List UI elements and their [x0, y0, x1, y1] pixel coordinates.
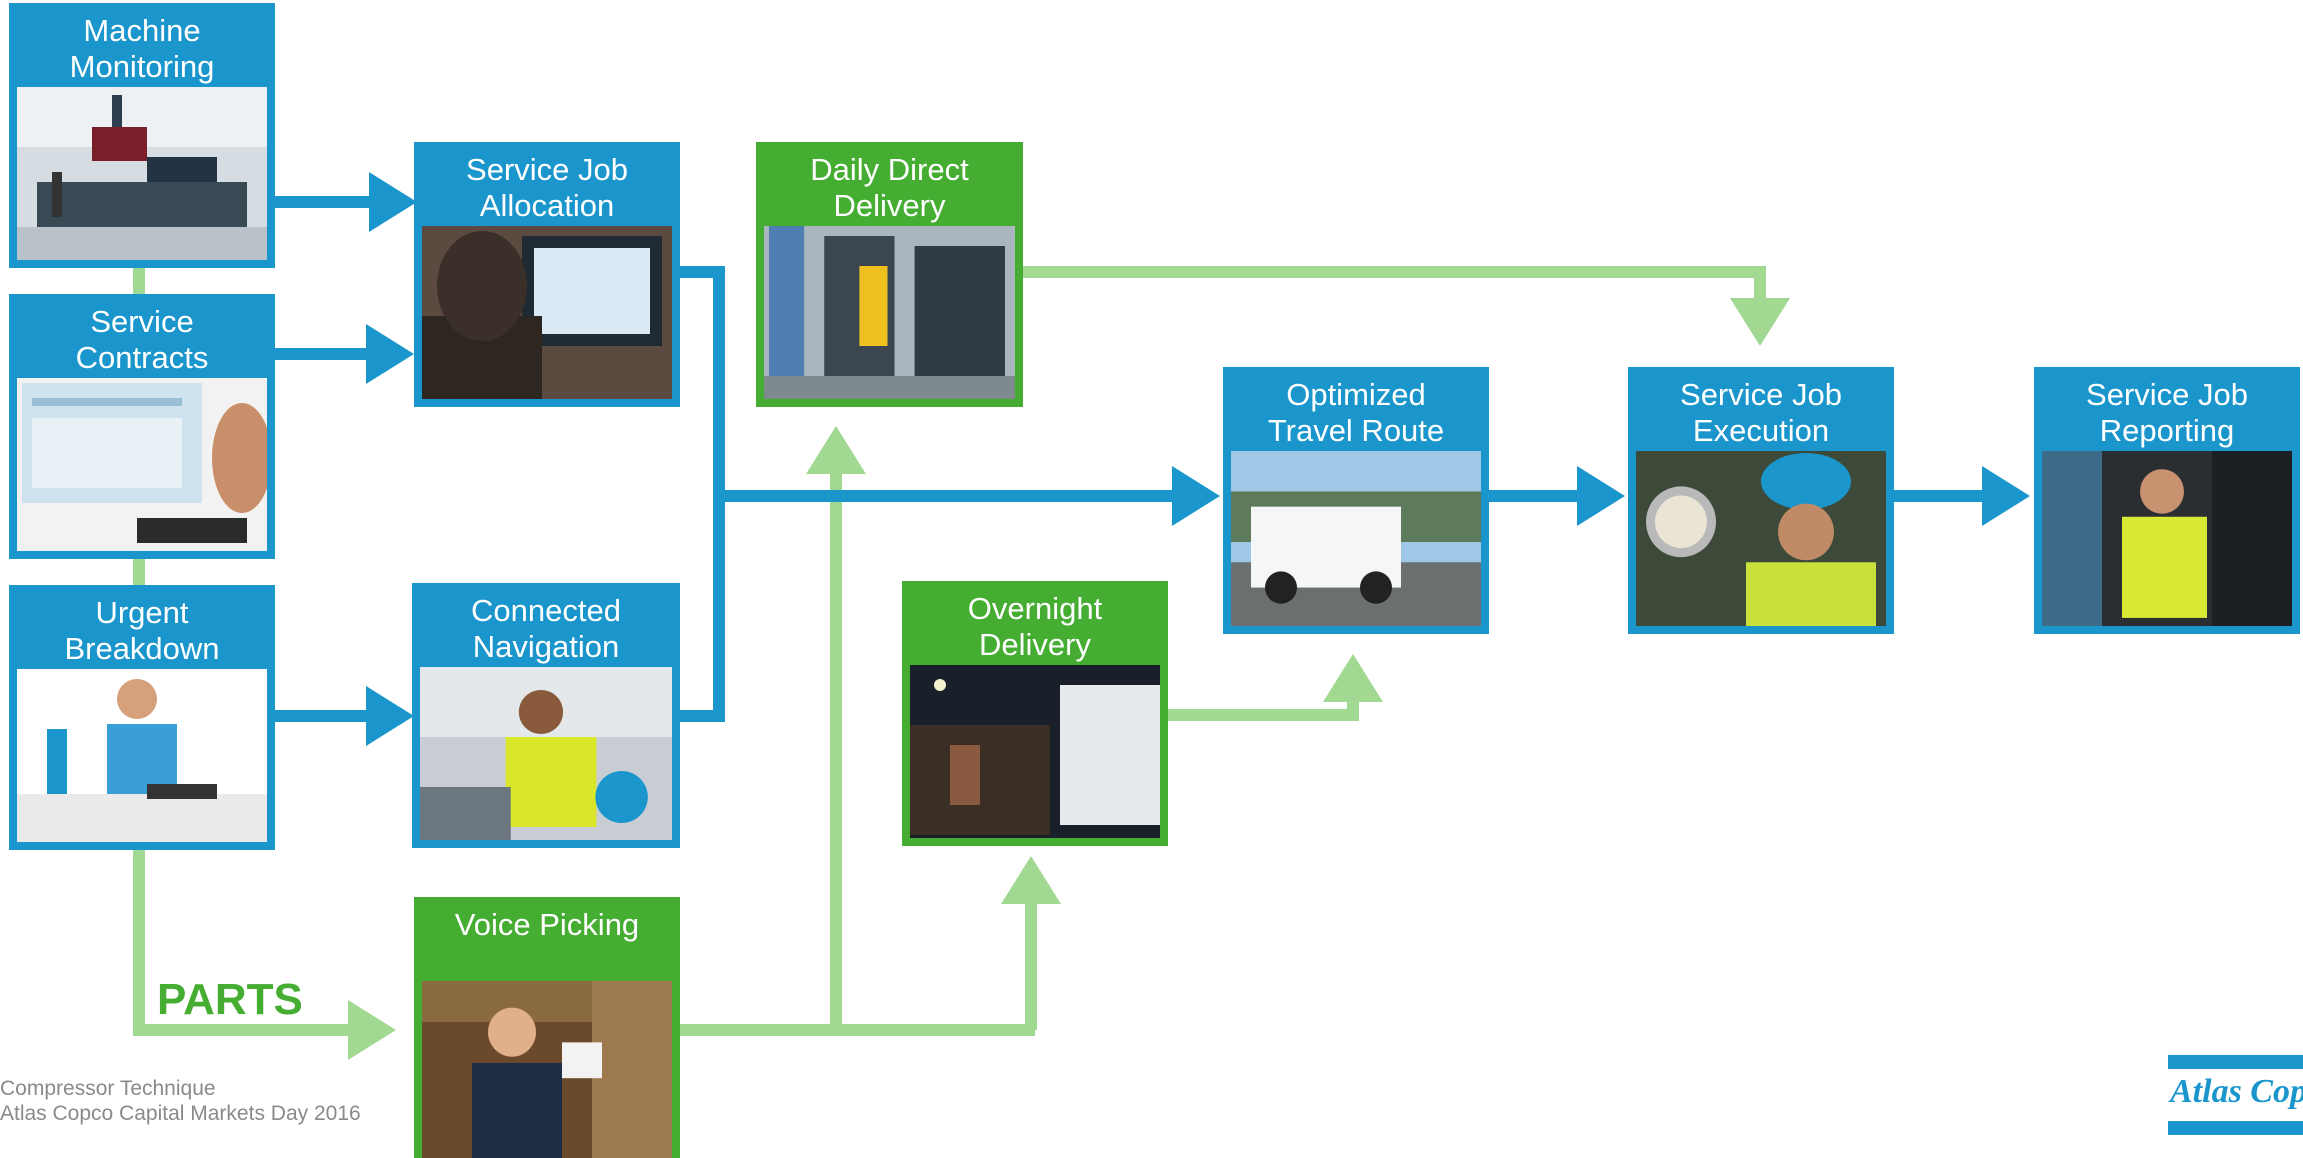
optimized-travel-route-title: Optimized Travel Route — [1267, 377, 1445, 448]
atlas-copco-logo: Atlas Copco — [2168, 1055, 2303, 1135]
arrow-overnight-to-travel-route — [1165, 654, 1383, 721]
rugged-laptop-photo — [422, 226, 672, 399]
machine-monitoring-box: Machine Monitoring — [9, 3, 275, 268]
service-job-allocation-title: Service Job Allocation — [466, 152, 628, 223]
technician-tablet-photo — [2042, 451, 2292, 626]
support-agent-photo — [17, 669, 267, 842]
service-job-execution-box: Service Job Execution — [1628, 367, 1894, 634]
technician-on-phone-photo — [420, 667, 672, 840]
compressor-delivery-photo — [764, 226, 1015, 399]
footer-line-2: Atlas Copco Capital Markets Day 2016 — [0, 1102, 361, 1125]
urgent-breakdown-box: Urgent Breakdown — [9, 585, 275, 850]
service-contracts-box: Service Contracts — [9, 294, 275, 559]
parts-label: PARTS — [157, 975, 303, 1024]
computer-screen-photo — [17, 378, 267, 551]
urgent-breakdown-title: Urgent Breakdown — [64, 595, 220, 666]
overnight-delivery-box: Overnight Delivery — [902, 581, 1168, 846]
voice-picking-title: Voice Picking — [454, 907, 640, 942]
service-job-execution-title: Service Job Execution — [1680, 377, 1842, 448]
technician-gauge-photo — [1636, 451, 1886, 626]
machine-monitoring-title: Machine Monitoring — [69, 13, 215, 84]
service-job-reporting-title: Service Job Reporting — [2086, 377, 2248, 448]
link-allocation-to-bus — [678, 266, 725, 722]
service-van-night-photo — [910, 665, 1160, 838]
service-contracts-title: Service Contracts — [75, 304, 209, 375]
arrow-daily-delivery-to-execution — [1021, 266, 1790, 346]
service-job-reporting-box: Service Job Reporting — [2034, 367, 2300, 634]
optimized-travel-route-box: Optimized Travel Route — [1223, 367, 1489, 634]
footer-line-1: Compressor Technique — [0, 1077, 216, 1100]
daily-direct-delivery-title: Daily Direct Delivery — [810, 152, 969, 223]
connected-navigation-box: Connected Navigation — [412, 583, 680, 848]
warehouse-picker-photo — [422, 981, 672, 1158]
service-job-allocation-box: Service Job Allocation — [414, 142, 680, 407]
daily-direct-delivery-box: Daily Direct Delivery — [756, 142, 1023, 407]
voice-picking-box: Voice Picking — [414, 897, 680, 1158]
service-van-road-photo — [1231, 451, 1481, 626]
connected-navigation-title: Connected Navigation — [471, 593, 621, 664]
overnight-delivery-title: Overnight Delivery — [967, 591, 1103, 662]
control-room-photo — [17, 87, 267, 260]
logo-wordmark: Atlas Copco — [2170, 1073, 2303, 1110]
